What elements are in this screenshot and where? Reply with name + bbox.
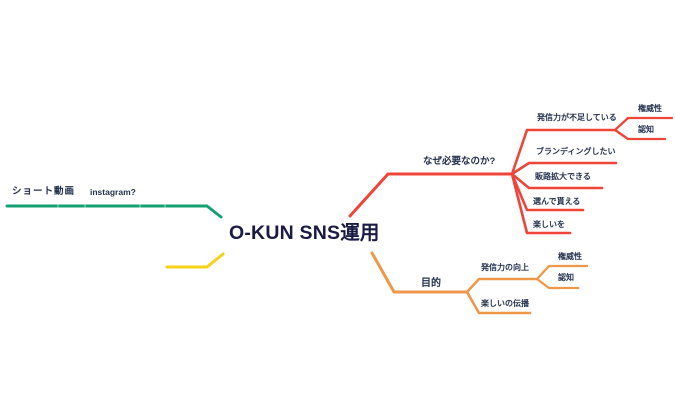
node-fun[interactable]: 楽しいを xyxy=(533,220,565,229)
edge-why-child-2 xyxy=(510,161,618,176)
node-authority-red[interactable]: 権威性 xyxy=(638,104,662,113)
edge-purpose xyxy=(370,251,469,294)
edge-why-child-1-sub-2 xyxy=(613,128,667,141)
edge-purpose-child-2 xyxy=(465,290,532,315)
edge-short-video xyxy=(5,204,223,219)
node-improve-reach[interactable]: 発信力の向上 xyxy=(481,263,529,272)
edge-why-child-1 xyxy=(510,128,617,176)
edge-unlabeled xyxy=(165,252,225,269)
edge-why-child-5 xyxy=(510,172,572,235)
node-purpose[interactable]: 目的 xyxy=(421,278,441,289)
green-line-joints xyxy=(57,203,166,209)
node-awareness-orange[interactable]: 認知 xyxy=(558,273,574,282)
node-why-needed[interactable]: なぜ必要なのか? xyxy=(423,156,496,167)
node-awareness-red[interactable]: 認知 xyxy=(638,125,654,134)
edge-why-child-4 xyxy=(510,172,585,212)
node-authority-orange[interactable]: 権威性 xyxy=(558,252,582,261)
edge-why-child-3 xyxy=(510,172,604,190)
node-branding[interactable]: ブランディングしたい xyxy=(536,147,616,156)
edge-why xyxy=(348,172,514,218)
node-instagram[interactable]: instagram? xyxy=(90,187,136,197)
node-short-video[interactable]: ショート動画 xyxy=(12,186,76,197)
edge-purpose-child-1-sub-2 xyxy=(535,277,580,290)
root-topic[interactable]: O-KUN SNS運用 xyxy=(229,222,380,244)
node-spread-fun[interactable]: 楽しいの伝播 xyxy=(481,299,529,308)
edge-purpose-child-1-sub-1 xyxy=(535,264,589,281)
edge-purpose-child-1 xyxy=(465,277,539,294)
edge-why-child-1-sub-1 xyxy=(613,116,674,132)
node-be-chosen[interactable]: 選んで貰える xyxy=(533,197,581,206)
node-lack-of-reach[interactable]: 発信力が不足している xyxy=(537,113,617,122)
node-expand-sales[interactable]: 販路拡大できる xyxy=(535,172,591,181)
